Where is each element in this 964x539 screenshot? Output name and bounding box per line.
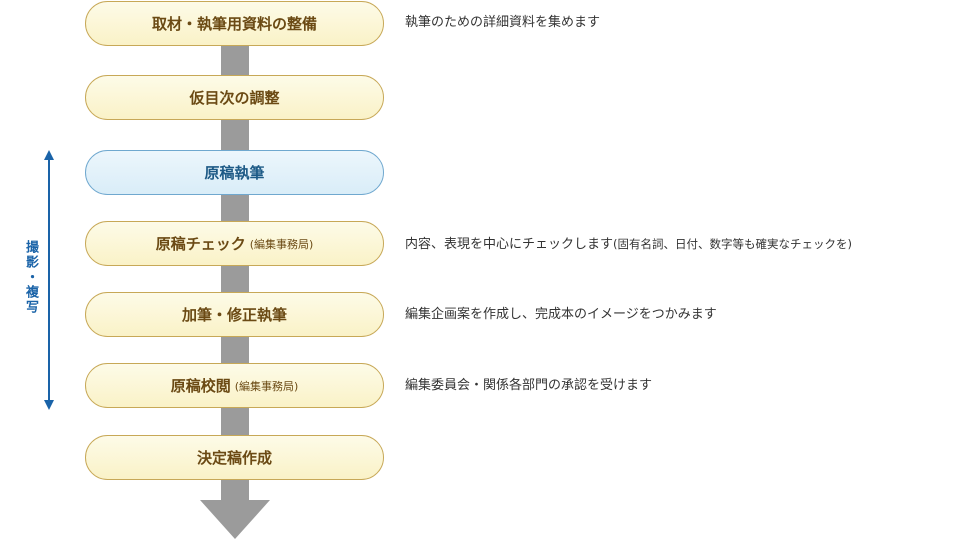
step-2-label: 仮目次の調整 xyxy=(189,89,280,107)
step-1-label: 取材・執筆用資料の整備 xyxy=(151,15,317,33)
step-5-label: 加筆・修正執筆 xyxy=(181,306,287,324)
step-5: 加筆・修正執筆 xyxy=(85,292,384,337)
step-4-label: 原稿チェック xyxy=(155,235,246,253)
bracket-line xyxy=(48,158,50,404)
step-6-description: 編集委員会・関係各部門の承認を受けます xyxy=(405,378,653,393)
step-4-note: (編集事務局) xyxy=(249,237,314,251)
step-4-description: 内容、表現を中心にチェックします(固有名詞、日付、数字等も確実なチェックを) xyxy=(405,236,852,253)
down-arrow-icon xyxy=(200,500,270,539)
side-label: 撮影・複写 xyxy=(22,236,40,319)
step-4-description-note: (固有名詞、日付、数字等も確実なチェックを) xyxy=(613,237,852,251)
down-arrowhead-icon xyxy=(44,400,54,410)
step-3-label: 原稿執筆 xyxy=(204,164,265,182)
step-5-description: 編集企画案を作成し、完成本のイメージをつかみます xyxy=(405,307,717,322)
step-4-description-text: 内容、表現を中心にチェックします xyxy=(405,237,614,252)
up-arrowhead-icon xyxy=(44,150,54,160)
step-1: 取材・執筆用資料の整備 xyxy=(85,1,384,46)
step-7: 決定稿作成 xyxy=(85,435,384,480)
step-6-label: 原稿校閲 xyxy=(170,377,231,395)
step-4: 原稿チェック (編集事務局) xyxy=(85,221,384,266)
step-3: 原稿執筆 xyxy=(85,150,384,195)
step-6-note: (編集事務局) xyxy=(234,379,299,393)
step-2: 仮目次の調整 xyxy=(85,75,384,120)
step-7-label: 決定稿作成 xyxy=(196,449,272,467)
step-6: 原稿校閲 (編集事務局) xyxy=(85,363,384,408)
step-1-description: 執筆のための詳細資料を集めます xyxy=(405,15,601,30)
